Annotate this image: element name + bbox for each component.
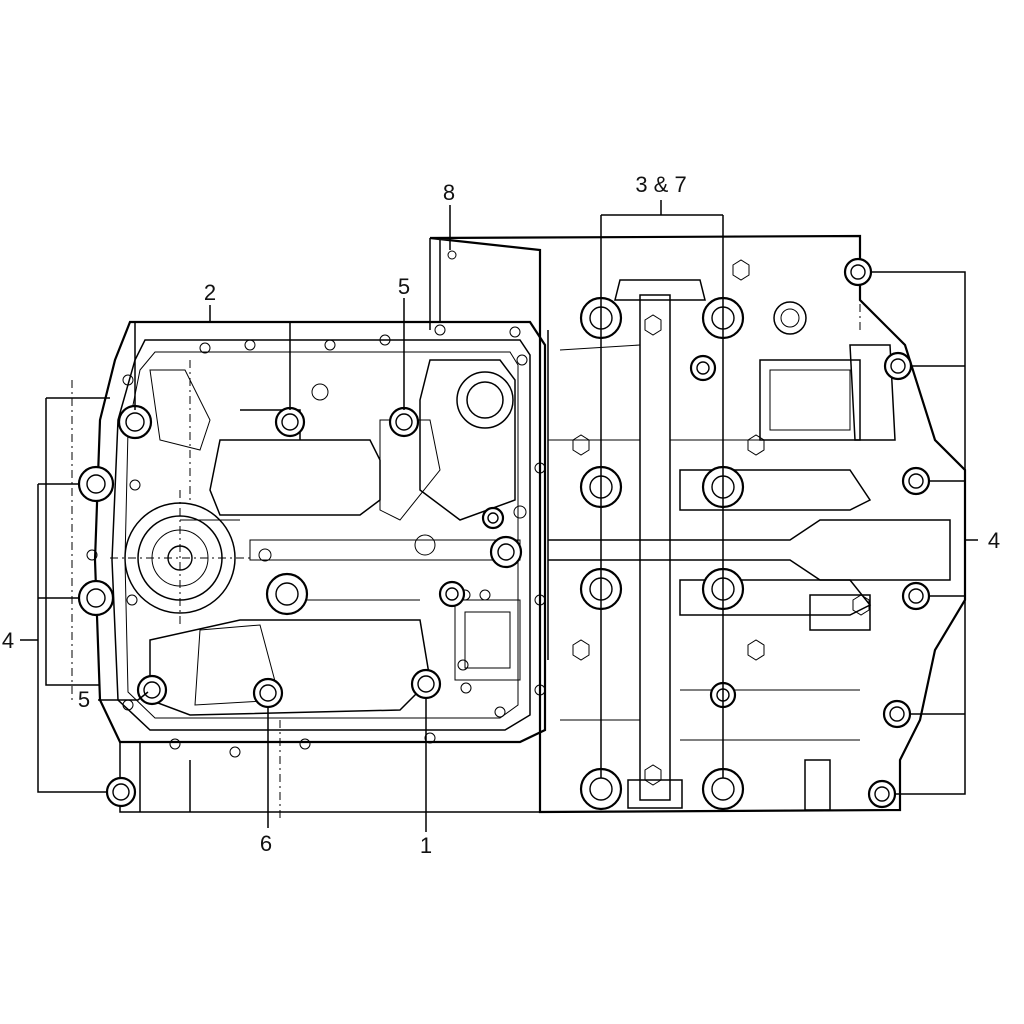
bolt xyxy=(901,581,931,611)
bolt xyxy=(388,406,420,438)
bolt xyxy=(883,351,913,381)
bolt-set xyxy=(77,257,931,811)
bolt xyxy=(843,257,873,287)
right-internal-features xyxy=(548,250,951,811)
callout-5-left: 5 xyxy=(78,687,90,712)
callout-labels: 1 2 3 & 7 4 4 5 5 6 8 xyxy=(2,172,1000,858)
bolt xyxy=(274,406,306,438)
callout-4-left: 4 xyxy=(2,628,14,653)
callout-4-right: 4 xyxy=(988,528,1000,553)
bolt xyxy=(117,404,153,440)
callout-8: 8 xyxy=(443,180,455,205)
gasket-holes xyxy=(86,250,546,758)
bolt xyxy=(252,677,284,709)
bolt xyxy=(481,506,505,530)
leader-lines xyxy=(20,200,978,832)
pump-housing xyxy=(110,301,807,625)
bolt xyxy=(77,579,115,617)
bolt xyxy=(438,580,466,608)
callout-2: 2 xyxy=(204,280,216,305)
bolt xyxy=(882,699,912,729)
callout-6: 6 xyxy=(260,831,272,856)
callout-5-top: 5 xyxy=(398,274,410,299)
callout-1: 1 xyxy=(420,833,432,858)
bolt xyxy=(410,668,442,700)
bolt xyxy=(77,465,115,503)
bolt xyxy=(136,674,168,706)
bolt xyxy=(867,779,897,809)
bolt xyxy=(901,466,931,496)
bolt xyxy=(701,767,745,811)
callout-3-and-7: 3 & 7 xyxy=(635,172,686,197)
crankcase-outline xyxy=(45,234,967,814)
bolt xyxy=(689,354,717,382)
bolt xyxy=(105,776,137,808)
bolt xyxy=(489,535,523,569)
bolt xyxy=(265,572,309,616)
